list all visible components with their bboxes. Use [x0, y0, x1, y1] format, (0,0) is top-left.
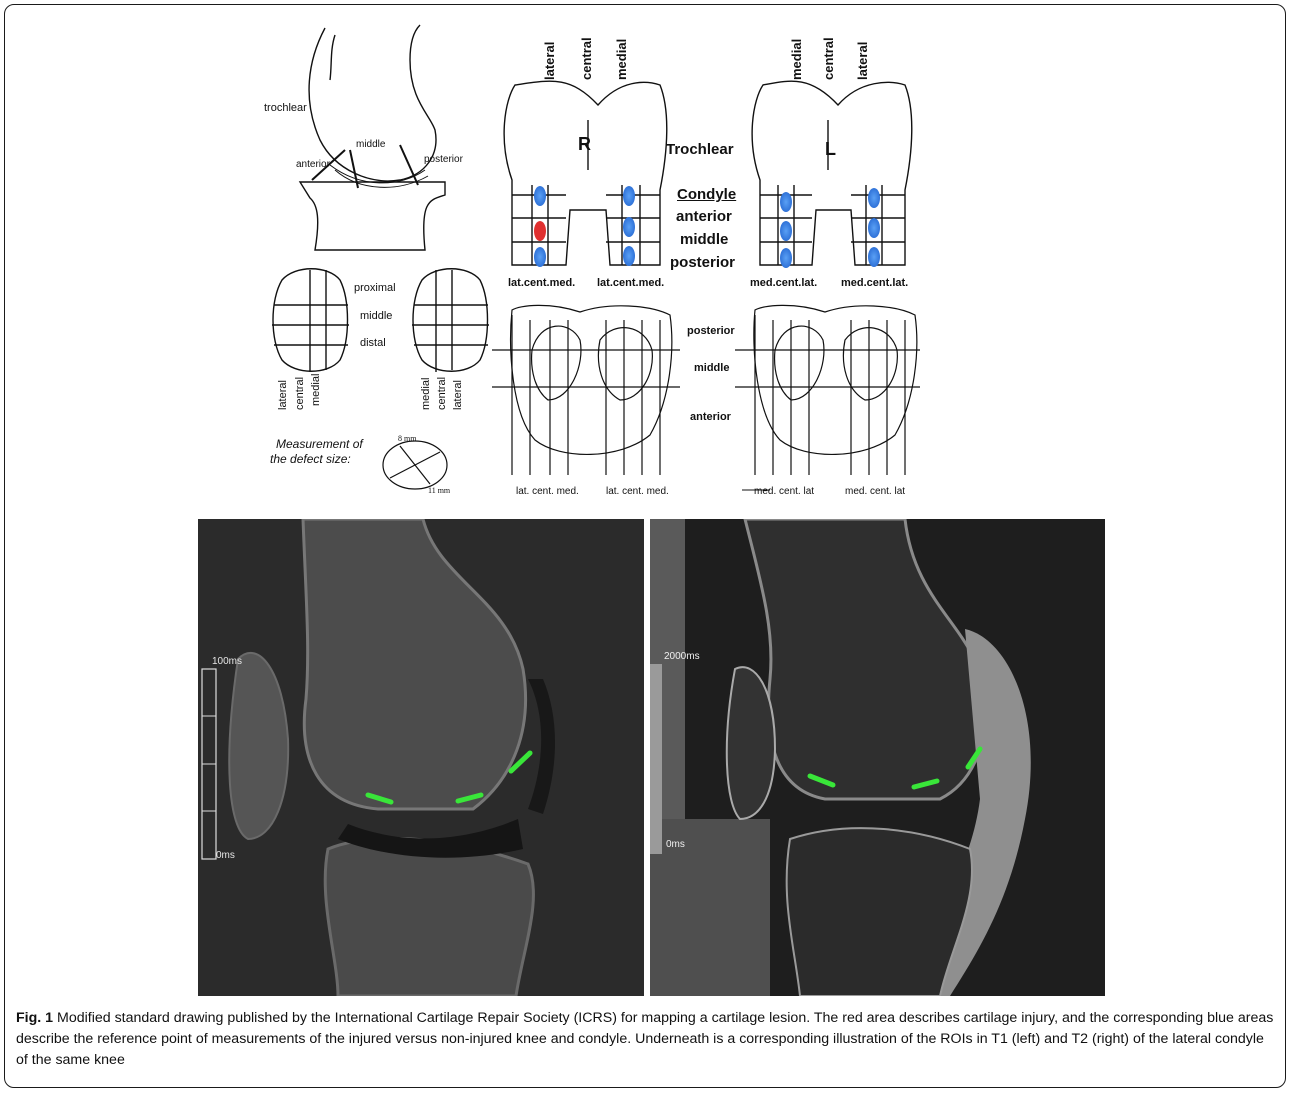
- blue-roi: [780, 192, 792, 212]
- label-femur-right-col-2: central: [580, 37, 593, 80]
- label-femur-left-col-3: lateral: [856, 42, 869, 80]
- label-femur-left-bottom-1: med.cent.lat.: [750, 278, 817, 289]
- blue-roi: [868, 218, 880, 238]
- measurement-dim-a: 8 mm: [398, 435, 416, 443]
- icrs-diagram: [250, 20, 940, 500]
- mri-t1-image: 100ms 0ms: [198, 519, 644, 996]
- blue-roi: [623, 186, 635, 206]
- mri-t2-image: 2000ms 0ms: [650, 519, 1105, 996]
- side-view-knee: [300, 25, 445, 250]
- patella-right: [412, 269, 489, 372]
- label-condyle: Condyle: [677, 187, 736, 202]
- blue-roi: [780, 248, 792, 268]
- label-distal: distal: [360, 338, 386, 349]
- patella-left: [272, 269, 349, 372]
- label-femur-right-col-3: medial: [615, 39, 628, 80]
- label-tibia-left-2: med. cent. lat: [845, 487, 905, 497]
- tibia-left: [735, 305, 920, 475]
- label-trochlear-side: trochlear: [264, 103, 307, 114]
- figure-caption: Fig. 1 Modified standard drawing publish…: [16, 1008, 1278, 1071]
- label-anterior-side: anterior: [296, 160, 330, 170]
- label-patella-left-col-1: lateral: [278, 380, 289, 410]
- blue-roi: [780, 221, 792, 241]
- t1-scale-bottom: 0ms: [216, 851, 235, 861]
- mri-t1-drawing: [198, 519, 644, 996]
- label-femur-left-col-1: medial: [790, 39, 803, 80]
- femur-right: [504, 81, 667, 265]
- label-middle-side: middle: [356, 140, 385, 150]
- measurement-dim-b: 11 mm: [428, 487, 450, 495]
- label-femur-left-bottom-2: med.cent.lat.: [841, 278, 908, 289]
- tibia-right: [492, 305, 680, 475]
- label-patella-left-col-2: central: [295, 377, 306, 410]
- t2-scale-top: 2000ms: [664, 652, 700, 662]
- label-tibia-middle: middle: [694, 363, 729, 374]
- letter-l: L: [825, 140, 836, 158]
- label-tibia-left-1: med. cent. lat: [754, 487, 814, 497]
- label-patella-right-col-1: medial: [421, 378, 432, 410]
- label-condyle-middle: middle: [680, 232, 728, 247]
- label-tibia-anterior: anterior: [690, 412, 731, 423]
- blue-roi: [534, 186, 546, 206]
- red-roi: [534, 221, 546, 241]
- label-femur-right-bottom-1: lat.cent.med.: [508, 278, 575, 289]
- caption-text: Modified standard drawing published by t…: [16, 1010, 1273, 1068]
- t2-scale-bottom: 0ms: [666, 840, 685, 850]
- t1-scale-top: 100ms: [212, 657, 242, 667]
- label-posterior-side: posterior: [424, 155, 463, 165]
- femur-left: [752, 81, 912, 265]
- label-proximal: proximal: [354, 283, 396, 294]
- mri-t2-drawing: [650, 519, 1105, 996]
- measurement-text-2: the defect size:: [270, 453, 351, 465]
- label-tibia-right-2: lat. cent. med.: [606, 487, 669, 497]
- label-tibia-right-1: lat. cent. med.: [516, 487, 579, 497]
- label-femur-right-col-1: lateral: [543, 42, 556, 80]
- label-femur-left-col-2: central: [822, 37, 835, 80]
- label-femur-right-bottom-2: lat.cent.med.: [597, 278, 664, 289]
- label-patella-right-col-3: lateral: [453, 380, 464, 410]
- figure-label: Fig. 1: [16, 1010, 53, 1026]
- blue-roi: [623, 217, 635, 237]
- label-condyle-anterior: anterior: [676, 209, 732, 224]
- blue-roi: [868, 247, 880, 267]
- measurement-text-1: Measurement of: [276, 438, 363, 450]
- letter-r: R: [578, 135, 591, 153]
- blue-roi: [623, 246, 635, 266]
- label-tibia-posterior: posterior: [687, 326, 735, 337]
- blue-roi: [534, 247, 546, 267]
- label-patella-right-col-2: central: [437, 377, 448, 410]
- blue-roi: [868, 188, 880, 208]
- label-condyle-posterior: posterior: [670, 255, 735, 270]
- defect-ellipse: [383, 441, 447, 489]
- label-trochlear-center: Trochlear: [666, 142, 734, 157]
- label-middle-patella: middle: [360, 311, 392, 322]
- label-patella-left-col-3: medial: [311, 374, 322, 406]
